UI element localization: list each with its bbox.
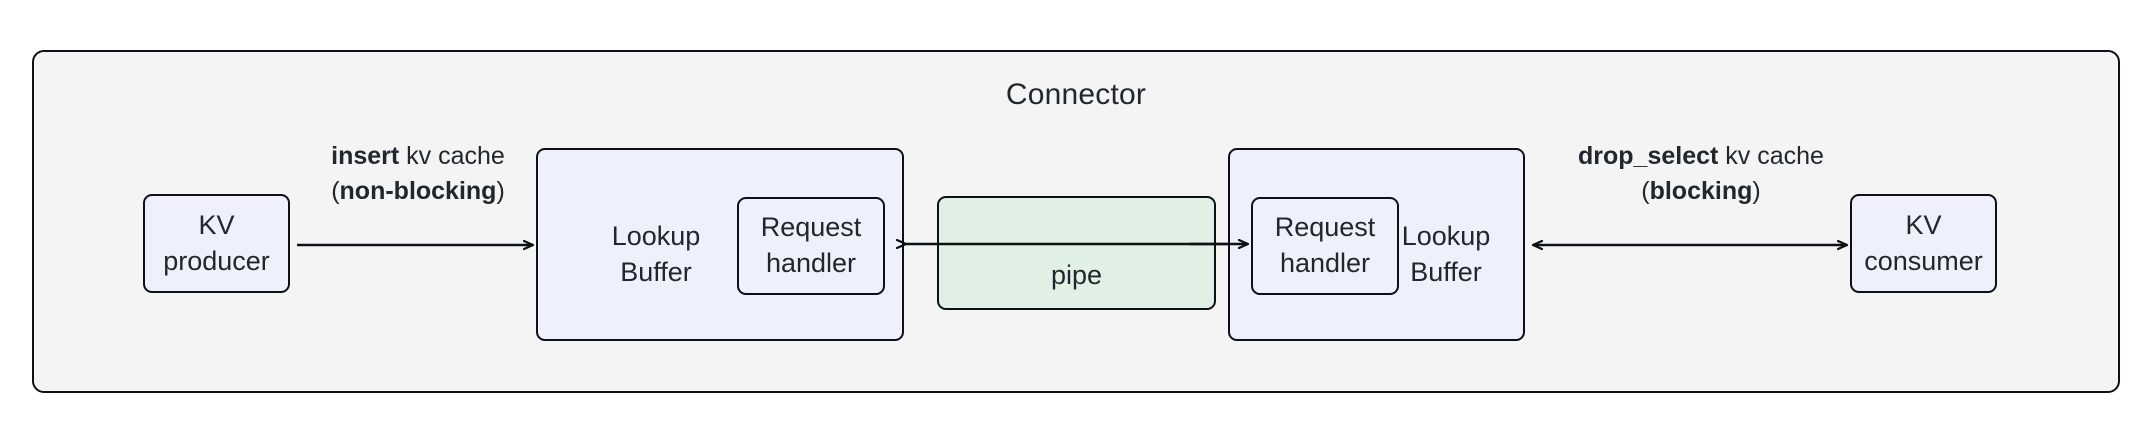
connector-title: Connector [1005,78,1147,111]
edge-label-drop-select-object: kv cache [1718,142,1824,170]
pipe-node: pipe [937,196,1216,310]
edge-label-drop-select-mode: blocking [1649,176,1753,205]
edge-label-drop-select: drop_select kv cache (blocking) [1536,139,1866,208]
edge-label-drop-select-paren-open: ( [1641,176,1650,205]
edge-label-drop-select-line1: drop_select kv cache [1536,139,1866,174]
edge-label-insert-paren-close: ) [496,176,505,205]
edge-label-drop-select-line2: (blocking) [1536,174,1866,209]
edge-label-insert-line1: insert kv cache [268,139,568,174]
edge-label-drop-select-op: drop_select [1578,142,1719,170]
edge-label-insert-line2: (non-blocking) [268,174,568,209]
edge-label-insert-mode: non-blocking [339,176,497,205]
edge-label-insert-object: kv cache [399,142,505,170]
edge-label-insert-op: insert [331,142,400,170]
pipe-label: pipe [1050,260,1103,291]
edge-label-drop-select-paren-close: ) [1752,176,1761,205]
edge-label-insert-paren-open: ( [331,176,340,205]
edge-label-insert: insert kv cache (non-blocking) [268,139,568,208]
